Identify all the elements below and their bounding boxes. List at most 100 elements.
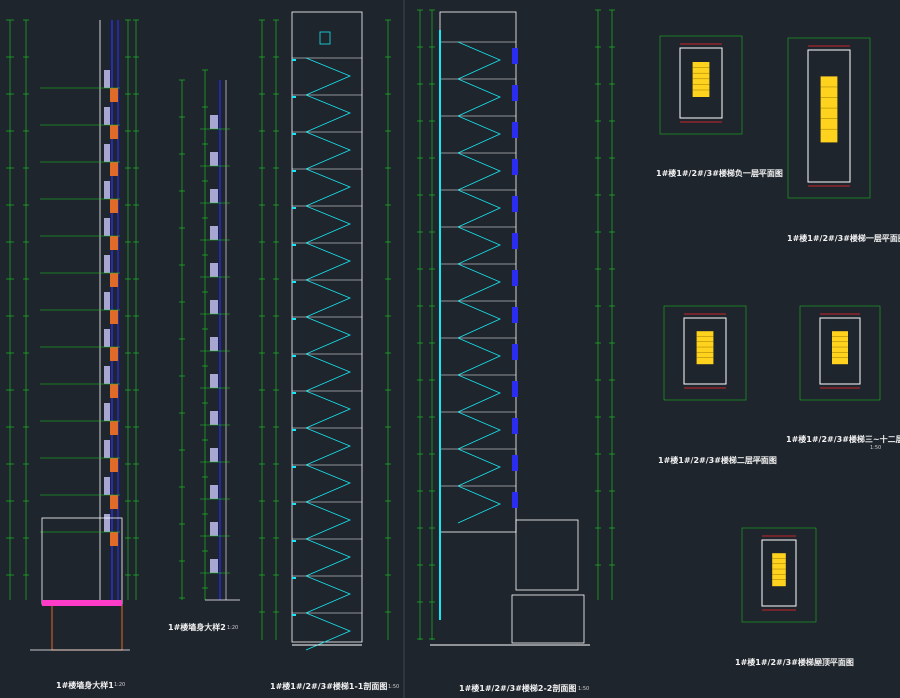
stair-flight xyxy=(305,501,352,540)
sheet-title-plan-1f: 1#楼1#/2#/3#楼梯一层平面图 xyxy=(787,234,900,243)
roof-hatch xyxy=(319,31,331,45)
stair-flight xyxy=(305,353,352,392)
stair-floor-plans xyxy=(659,35,881,623)
window-glass xyxy=(104,255,110,273)
sheet-title-plan-b1: 1#楼1#/2#/3#楼梯负一层平面图 xyxy=(656,169,783,178)
window-section xyxy=(512,270,518,286)
window-glass xyxy=(210,226,218,240)
window-section xyxy=(512,196,518,212)
stair-tread-hatch xyxy=(832,331,848,365)
sheet-scale-section-1-1: 1:50 xyxy=(388,684,400,690)
stair-flight xyxy=(305,57,352,96)
sheet-scale-section-2-2: 1:50 xyxy=(578,686,590,692)
window-section xyxy=(512,418,518,434)
window-glass xyxy=(210,522,218,536)
window-glass xyxy=(210,115,218,129)
stair-shaft-outline xyxy=(291,11,363,643)
plan-dimension-box xyxy=(663,305,747,401)
stair-flight xyxy=(305,390,352,429)
window-section xyxy=(512,85,518,101)
window-section xyxy=(512,344,518,360)
plan-wall xyxy=(807,49,851,183)
window-glass xyxy=(104,107,110,125)
stair-flight xyxy=(457,263,501,302)
stair-section-1-1 xyxy=(259,11,391,651)
slab-section xyxy=(110,384,118,398)
stair-tread-hatch xyxy=(772,553,786,587)
plan-dimension-box xyxy=(741,527,817,623)
stair-flight xyxy=(305,94,352,133)
window-glass xyxy=(104,477,110,495)
slab-section xyxy=(110,495,118,509)
slab-section xyxy=(110,273,118,287)
window-glass xyxy=(210,559,218,573)
slab-section xyxy=(110,458,118,472)
basement-outline xyxy=(511,594,585,644)
window-glass xyxy=(210,263,218,277)
slab-section xyxy=(110,310,118,324)
window-glass xyxy=(104,403,110,421)
sheet-scale-plan-2f: 1:50 xyxy=(752,458,764,464)
stair-flight xyxy=(457,189,501,228)
sheet-title-wall-detail-1: 1#楼墙身大样1 xyxy=(56,681,114,690)
sheet-title-section-1-1: 1#楼1#/2#/3#楼梯1-1剖面图 xyxy=(270,682,388,691)
window-glass xyxy=(104,144,110,162)
slab-section xyxy=(110,162,118,176)
plan-dimension-box xyxy=(799,305,881,401)
window-glass xyxy=(210,152,218,166)
window-glass xyxy=(210,448,218,462)
podium-outline xyxy=(515,519,579,591)
stair-flight xyxy=(457,374,501,413)
plan-wall xyxy=(683,317,727,385)
plan-wall xyxy=(679,47,723,119)
waterproof-layer xyxy=(42,600,122,606)
stair-flight xyxy=(457,411,501,450)
sheet-scale-plan-1f: 1:50 xyxy=(874,236,886,242)
stair-flight xyxy=(305,427,352,466)
stair-flight xyxy=(305,538,352,577)
window-section xyxy=(512,492,518,508)
window-section xyxy=(512,122,518,138)
slab-section xyxy=(110,125,118,139)
stair-flight xyxy=(305,279,352,318)
plan-wall xyxy=(761,539,797,607)
stair-flight xyxy=(305,205,352,244)
plan-dimension-box xyxy=(659,35,743,135)
stair-flight xyxy=(457,78,501,117)
stair-flight xyxy=(305,242,352,281)
window-glass xyxy=(210,189,218,203)
stair-flight xyxy=(457,448,501,487)
stair-tread-hatch xyxy=(696,331,714,365)
stair-flight xyxy=(305,612,352,651)
stair-flight xyxy=(457,337,501,376)
slab-section xyxy=(110,421,118,435)
window-section xyxy=(512,455,518,471)
window-glass xyxy=(210,411,218,425)
sheet-scale-plan-roof: 1:50 xyxy=(820,660,832,666)
sheet-scale-wall-detail-1: 1:20 xyxy=(114,682,126,688)
stair-flight xyxy=(457,485,501,524)
window-glass xyxy=(104,366,110,384)
sheet-scale-plan-b1: 1:50 xyxy=(752,171,764,177)
sheet-scale-wall-detail-2: 1:20 xyxy=(227,625,239,631)
window-glass xyxy=(104,181,110,199)
window-glass xyxy=(104,218,110,236)
window-glass xyxy=(104,292,110,310)
sheet-scale-plan-3-12f: 1:50 xyxy=(870,445,882,451)
sheet-title-plan-3-12f: 1#楼1#/2#/3#楼梯三~十二层平面图 xyxy=(786,435,900,444)
wall-detail-1 xyxy=(6,19,139,651)
stair-flight xyxy=(457,152,501,191)
window-glass xyxy=(210,337,218,351)
stair-flight xyxy=(305,131,352,170)
window-section xyxy=(512,159,518,175)
slab-section xyxy=(110,199,118,213)
window-glass xyxy=(210,485,218,499)
window-glass xyxy=(104,514,110,532)
stair-flight xyxy=(305,575,352,614)
wall-detail-2 xyxy=(179,69,240,601)
window-section xyxy=(512,381,518,397)
stair-tread-hatch xyxy=(820,76,838,143)
plan-dimension-box xyxy=(787,37,871,199)
